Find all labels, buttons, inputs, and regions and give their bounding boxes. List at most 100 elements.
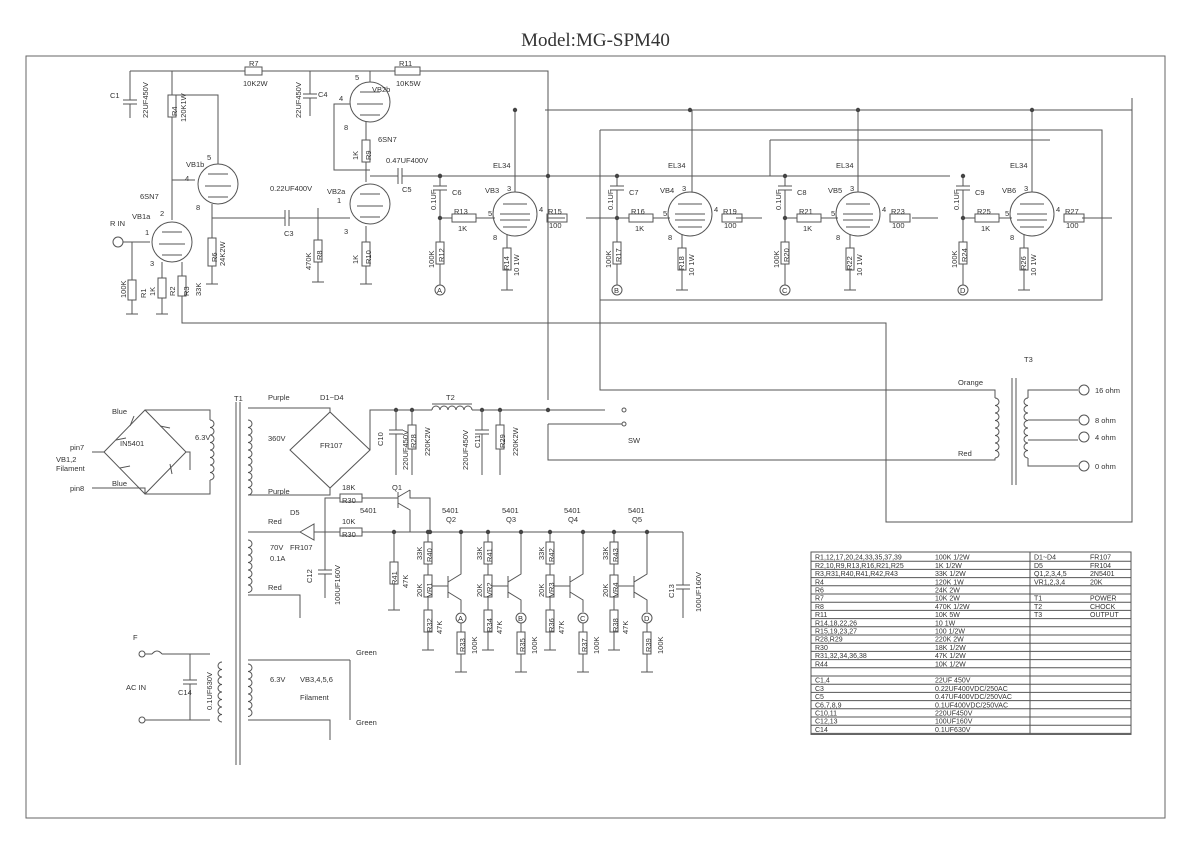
- r7-value: 10K2W: [243, 79, 269, 88]
- switch-contact[interactable]: [621, 421, 627, 427]
- coil-turn: [247, 708, 253, 717]
- table-row: C10,11: [815, 711, 837, 718]
- junction-dot: [545, 407, 551, 413]
- tube-vb1a: [151, 221, 193, 263]
- ac-in-terminal[interactable]: [138, 650, 146, 658]
- q1-label: Q1: [392, 483, 402, 492]
- r7-label: R7: [249, 59, 259, 68]
- bias-node-B: B: [518, 614, 523, 623]
- r23-label: R23: [891, 207, 905, 216]
- coil-turn: [217, 699, 223, 708]
- coil-turn: [247, 547, 253, 556]
- switch-contact[interactable]: [621, 407, 627, 413]
- tube-vb2a: [349, 183, 391, 225]
- pin-3-label: 3: [682, 184, 686, 193]
- pin8-label: pin8: [70, 484, 84, 493]
- q5-label: Q5: [632, 515, 642, 524]
- r2-value: 1K: [148, 287, 157, 296]
- r20-label: R20: [782, 248, 791, 262]
- r18-label: R18: [677, 256, 686, 270]
- table-row: T3: [1034, 612, 1042, 619]
- wire: [145, 653, 210, 721]
- speaker-terminal-ohm4[interactable]: [1078, 431, 1090, 443]
- el34-label: EL34: [493, 161, 511, 170]
- r36-value: 47K: [557, 621, 566, 634]
- table-row: OUTPUT: [1090, 612, 1120, 619]
- vr4-value: 20K: [601, 584, 610, 597]
- coil-turn: [247, 479, 253, 488]
- wire: [610, 185, 624, 191]
- r1-value: 100K: [119, 280, 128, 298]
- coil-turn: [994, 435, 1000, 444]
- coil-turn: [994, 397, 1000, 406]
- pin-4-label: 4: [185, 174, 189, 183]
- table-row: 20K: [1090, 579, 1103, 586]
- table-row: VR1,2,3,4: [1034, 579, 1065, 586]
- speaker-terminal-ohm0[interactable]: [1078, 460, 1090, 472]
- pin-1b-label: 1: [337, 196, 341, 205]
- output-stage: [514, 110, 1112, 400]
- green-bottom: Green: [356, 718, 377, 727]
- node-D: [957, 284, 969, 296]
- node-A-label: A: [437, 286, 442, 295]
- r6-value: 24K2W: [218, 240, 227, 266]
- table-row: FR107: [1090, 555, 1111, 562]
- c8-value: 0.1UF: [774, 189, 783, 210]
- pin-5-label: 5: [1005, 209, 1009, 218]
- q5-type: 5401: [628, 506, 645, 515]
- table-row: 0.22UF400VDC/250AC: [935, 686, 1008, 693]
- wire: [778, 185, 792, 191]
- c14-value: 0.1UF630V: [205, 672, 214, 710]
- pin-3-label: 3: [507, 184, 511, 193]
- wire: [675, 203, 705, 228]
- table-row: 47K 1/2W: [935, 653, 966, 660]
- r15-label: R15: [548, 207, 562, 216]
- table-row: 120K 1W: [935, 579, 964, 586]
- table-row: 24K 2W: [935, 588, 960, 595]
- resistor-r27: [1063, 213, 1085, 223]
- wire: [248, 531, 301, 618]
- table-row: CHOCK: [1090, 604, 1116, 611]
- c13-label: C13: [667, 584, 676, 598]
- el34-label: EL34: [1010, 161, 1028, 170]
- table-row: 10 1W: [935, 620, 956, 627]
- node-C-label: C: [782, 286, 788, 295]
- vb12-label: VB1,2: [56, 455, 76, 464]
- coil-turn: [247, 577, 253, 586]
- coil-turn: [217, 669, 223, 678]
- r18-value: 10 1W: [687, 253, 696, 276]
- pin-3-label: 3: [1024, 184, 1028, 193]
- wire: [115, 415, 173, 475]
- r-in-jack[interactable]: [112, 236, 124, 248]
- purple-bottom: Purple: [268, 487, 290, 496]
- c14-label: C14: [178, 688, 192, 697]
- c10-label: C10: [376, 432, 385, 446]
- c10-value: 220UF450V: [401, 430, 410, 470]
- table-row: POWER: [1090, 596, 1116, 603]
- wire: [956, 185, 970, 191]
- speaker-terminal-ohm8[interactable]: [1078, 414, 1090, 426]
- wire: [432, 532, 462, 612]
- table-row: 0.1UF400VDC/250VAC: [935, 702, 1008, 709]
- table-row: R15,19,23,27: [815, 629, 857, 636]
- ac-in-label: AC IN: [126, 683, 146, 692]
- ac-in-terminal[interactable]: [138, 716, 146, 724]
- table-row: C14: [815, 727, 828, 734]
- junction-dot: [614, 215, 620, 221]
- coil-turn: [463, 405, 473, 411]
- r36-label: R36: [547, 618, 556, 632]
- coil-turn: [247, 419, 253, 428]
- table-row: D1~D4: [1034, 555, 1056, 562]
- c6-value: 0.1UF: [429, 189, 438, 210]
- r12-value: 100K: [427, 250, 436, 268]
- speaker-terminal-ohm16[interactable]: [1078, 384, 1090, 396]
- table-row: R3,R31,R40,R41,R42,R43: [815, 571, 898, 578]
- pin-6b-label: 8: [344, 123, 348, 132]
- r15-value: 100: [549, 221, 562, 230]
- c1-value: 22UF450V: [141, 82, 150, 118]
- schematic-title: Model:MG-SPM40: [521, 30, 670, 51]
- coil-turn: [247, 686, 253, 695]
